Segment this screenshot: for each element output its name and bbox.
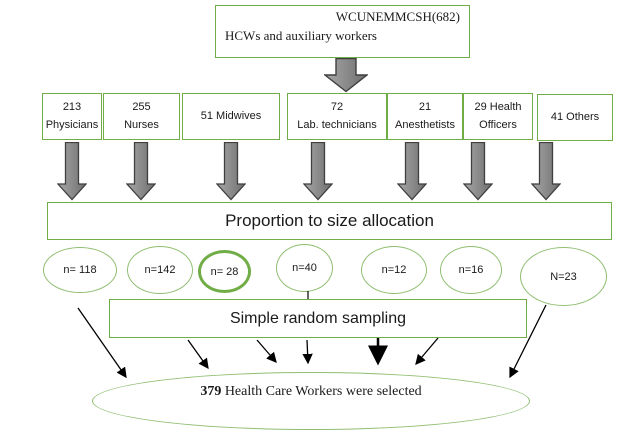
category-box-others: 41 Others bbox=[537, 94, 613, 141]
down-block-arrow-icon bbox=[57, 142, 87, 201]
allocation-box: Proportion to size allocation bbox=[47, 202, 612, 240]
down-block-arrow-icon bbox=[324, 58, 368, 93]
category-label: Officers bbox=[479, 118, 517, 131]
result-text: Health Care Workers were selected bbox=[224, 384, 422, 399]
category-box-anesthetists: 21 Anesthetists bbox=[387, 93, 463, 140]
result-ellipse bbox=[92, 372, 530, 430]
down-block-arrow-icon bbox=[531, 142, 561, 201]
sample-size: n=12 bbox=[381, 264, 407, 276]
sample-ellipse-anesthetists: n=12 bbox=[361, 246, 427, 294]
sample-ellipse-others: N=23 bbox=[520, 247, 607, 306]
sample-size: N=23 bbox=[550, 270, 577, 283]
category-count: 72 bbox=[330, 101, 344, 114]
category-count: 29 Health bbox=[474, 101, 522, 114]
category-box-health-officers: 29 Health Officers bbox=[463, 93, 533, 140]
down-block-arrow-icon bbox=[216, 142, 246, 201]
category-count: 21 bbox=[418, 101, 432, 114]
sample-size: n= 28 bbox=[210, 265, 239, 278]
down-block-arrow-icon bbox=[303, 142, 333, 201]
sample-size: n=142 bbox=[144, 264, 176, 276]
sample-size: n= 118 bbox=[63, 264, 97, 276]
flow-arrow-icon bbox=[415, 337, 439, 365]
allocation-label: Proportion to size allocation bbox=[225, 211, 434, 230]
category-label: Nurses bbox=[124, 118, 159, 131]
down-block-arrow-icon bbox=[397, 142, 427, 201]
source-title: WCUNEMMCSH(682) bbox=[335, 9, 460, 24]
flow-arrow-icon bbox=[256, 339, 277, 363]
sampling-label: Simple random sampling bbox=[229, 309, 407, 327]
category-label: 51 Midwives bbox=[200, 109, 262, 122]
category-box-physicians: 213 Physicians bbox=[42, 93, 102, 140]
result-count: 379 bbox=[200, 384, 222, 399]
result-label: 379 Health Care Workers were selected bbox=[92, 384, 530, 400]
source-subtitle: HCWs and auxiliary workers bbox=[225, 28, 377, 43]
category-box-nurses: 255 Nurses bbox=[103, 93, 180, 140]
category-label: Physicians bbox=[45, 118, 99, 131]
sample-ellipse-health-officers: n=16 bbox=[440, 246, 502, 294]
category-label: Lab. technicians bbox=[297, 118, 377, 131]
category-count: 213 bbox=[62, 101, 82, 114]
category-count: 255 bbox=[132, 101, 151, 114]
category-box-midwives: 51 Midwives bbox=[182, 93, 280, 140]
sampling-box: Simple random sampling bbox=[109, 299, 527, 338]
sample-ellipse-midwives: n= 28 bbox=[198, 250, 251, 293]
down-block-arrow-icon bbox=[126, 142, 156, 201]
sample-size: n=16 bbox=[458, 264, 484, 276]
flow-arrow-icon bbox=[187, 339, 209, 370]
sample-ellipse-lab-technicians: n=40 bbox=[276, 244, 333, 292]
category-label: 41 Others bbox=[550, 110, 600, 123]
sample-size: n=40 bbox=[292, 262, 317, 274]
source-population-box: WCUNEMMCSH(682) HCWs and auxiliary worke… bbox=[215, 5, 470, 58]
category-box-lab-technicians: 72 Lab. technicians bbox=[287, 93, 387, 140]
down-block-arrow-icon bbox=[463, 142, 493, 201]
sample-ellipse-physicians: n= 118 bbox=[43, 247, 117, 293]
category-label: Anesthetists bbox=[395, 118, 455, 131]
sample-ellipse-nurses: n=142 bbox=[127, 246, 193, 294]
flow-arrow-icon bbox=[302, 339, 313, 365]
